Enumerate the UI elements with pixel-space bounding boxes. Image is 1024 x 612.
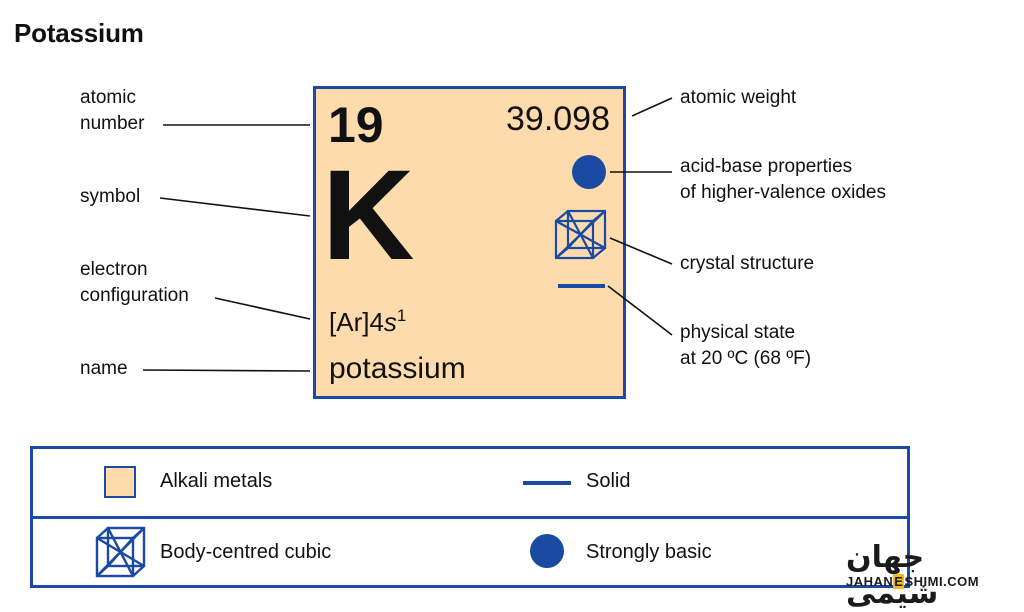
symbol-label: symbol [80,186,141,207]
solid-state-line-icon [558,284,605,288]
atomic-number-label-line1: atomic [80,87,136,108]
physical-state-label-line1: physical state [680,322,796,343]
atomic-weight: 39.098 [506,100,610,138]
crystal-structure-label: crystal structure [680,253,815,274]
atomic-number-label: atomic number [80,85,144,137]
watermark-persian: جهان شیمی [846,541,939,610]
watermark-en-after: SHIMI.COM [904,574,980,589]
watermark-en-mark: E [893,574,905,589]
leader-symbol [159,197,311,217]
page-title: Potassium [14,18,144,48]
strongly-basic-dot-icon [572,155,606,189]
leader-physical-state [607,285,673,336]
cubic-lattice-icon [554,209,607,260]
leader-name [142,369,311,372]
physical-state-label: physical state at 20 ºC (68 ºF) [680,320,811,372]
watermark-english: JAHANESHIMI.COM [846,574,979,589]
config-orbital: s [383,307,397,337]
name-label: name [80,358,128,379]
atomic-weight-label: atomic weight [680,87,797,108]
acid-base-label-line1: acid-base properties [680,156,853,177]
physical-state-label-line2: at 20 ºC (68 ºF) [680,348,812,369]
electron-configuration: [Ar]4s1 [329,305,406,339]
atomic-number: 19 [328,97,384,153]
acid-base-label: acid-base properties of higher-valence o… [680,154,886,206]
legend-body-centred-cubic: Body-centred cubic [160,541,332,563]
legend-solid-line-icon [523,481,571,485]
alkali-metals-swatch [104,466,136,498]
leader-crystal-structure [609,237,673,265]
atomic-number-label-line2: number [80,113,145,134]
legend-strongly-basic: Strongly basic [586,541,712,563]
electron-configuration-label-line2: configuration [80,285,189,306]
element-name: potassium [329,352,466,385]
leader-electron-configuration [214,297,311,320]
legend-cubic-lattice-icon [95,526,146,578]
legend-divider [30,516,910,519]
element-symbol: K [322,144,415,287]
config-exponent: 1 [396,306,407,325]
acid-base-label-line2: of higher-valence oxides [680,182,886,203]
leader-lines [142,97,673,372]
legend-alkali-metals: Alkali metals [160,470,273,492]
electron-configuration-label-line1: electron [80,259,148,280]
leader-atomic-weight [631,97,673,117]
electron-configuration-label: electron configuration [80,257,189,309]
legend-solid: Solid [586,470,631,492]
watermark-en-before: JAHAN [846,574,894,589]
legend-strongly-basic-dot-icon [530,534,564,568]
config-base: [Ar]4 [329,307,384,337]
